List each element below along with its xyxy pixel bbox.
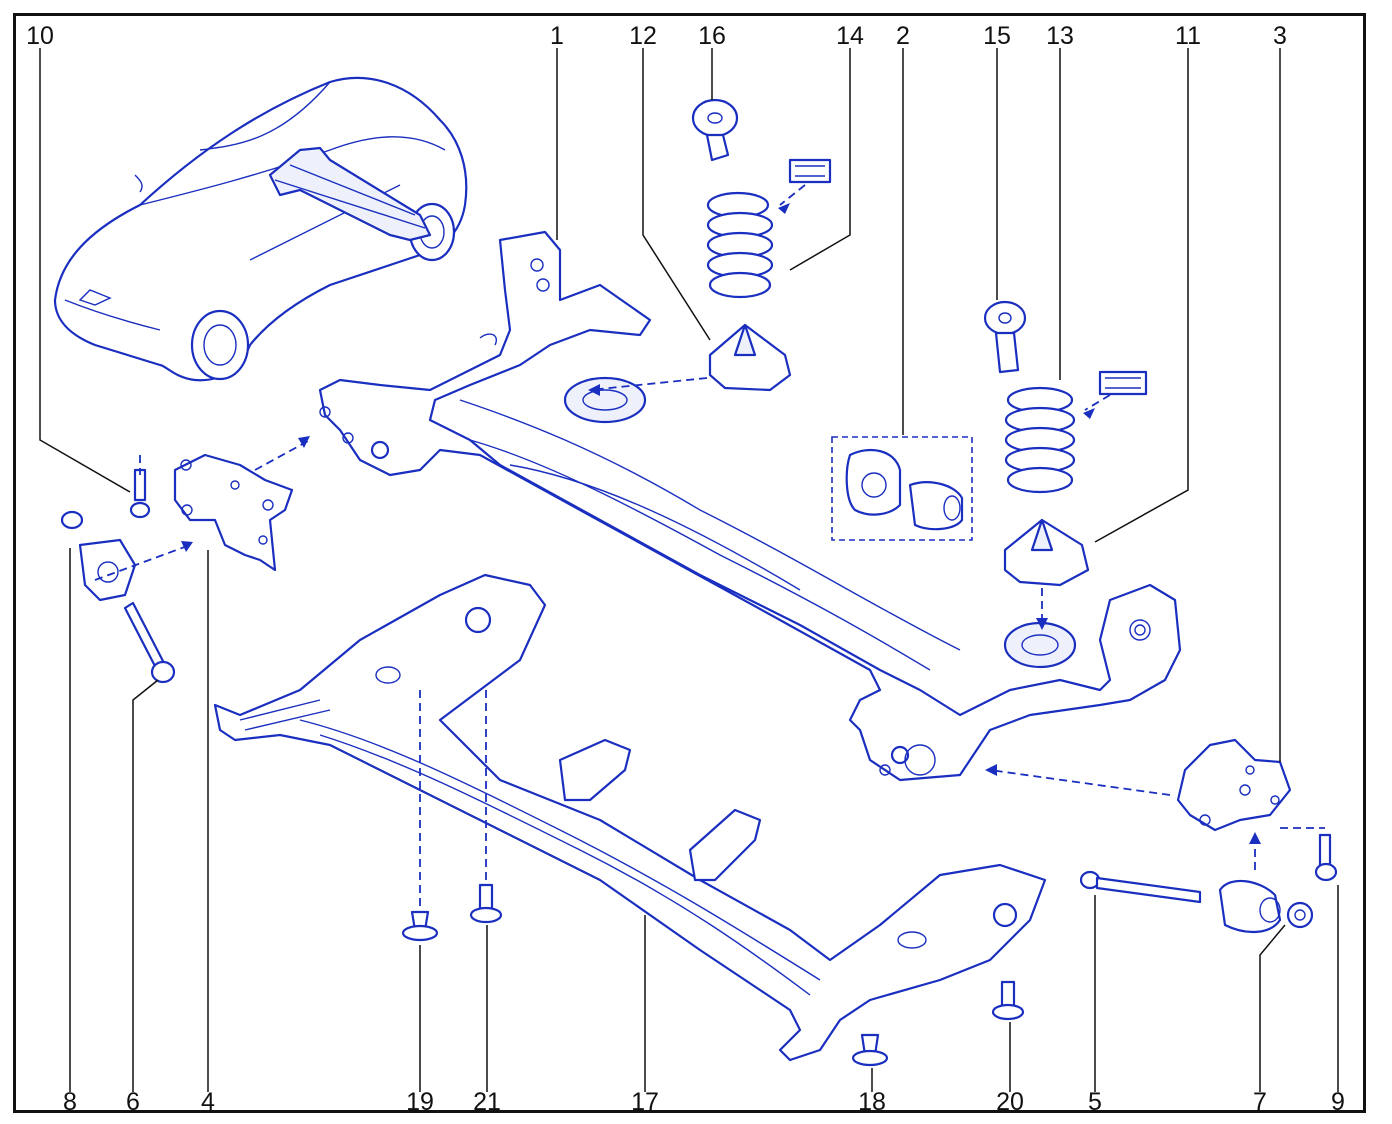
- bolt-5: [1079, 870, 1202, 904]
- callout-14: 14: [836, 22, 864, 50]
- assembly-lines: [94, 184, 1325, 910]
- callout-21: 21: [473, 1088, 501, 1116]
- callout-11: 11: [1175, 22, 1201, 50]
- callout-7: 7: [1253, 1088, 1267, 1116]
- callout-19: 19: [406, 1088, 434, 1116]
- bushing-kit: [831, 436, 973, 541]
- callout-4: 4: [201, 1088, 215, 1116]
- callout-9: 9: [1331, 1088, 1345, 1116]
- callout-6: 6: [126, 1088, 140, 1116]
- right-bracket: [1176, 738, 1292, 832]
- car-illustration: [53, 76, 468, 382]
- callout-1: 1: [550, 22, 564, 50]
- bushing-right: [1218, 879, 1282, 934]
- bolt-6: [123, 601, 176, 684]
- underbody-shield: [213, 573, 1047, 1062]
- fastener-18: [851, 1033, 889, 1067]
- nut-7: [1286, 901, 1314, 929]
- bump-stop-16: [691, 98, 739, 162]
- fastener-20: [991, 980, 1025, 1021]
- fastener-21: [469, 883, 503, 924]
- callout-15: 15: [983, 22, 1011, 50]
- callout-16: 16: [698, 22, 726, 50]
- callout-5: 5: [1088, 1088, 1102, 1116]
- rear-axle-beam: [318, 230, 1182, 782]
- label-tag-right: [1098, 370, 1148, 396]
- callout-8: 8: [63, 1088, 77, 1116]
- callout-20: 20: [996, 1088, 1024, 1116]
- callout-12: 12: [629, 22, 657, 50]
- label-tag-left: [788, 158, 832, 184]
- diagram-frame: [13, 13, 1366, 1113]
- callout-2: 2: [896, 22, 910, 50]
- callout-17: 17: [631, 1088, 659, 1116]
- fastener-19: [401, 910, 439, 942]
- spring-seat-12: [708, 323, 792, 392]
- leader-lines: [39, 48, 1339, 1092]
- callout-10: 10: [26, 22, 54, 50]
- bolt-9: [1314, 833, 1338, 882]
- coil-spring-13: [1004, 386, 1076, 494]
- callout-13: 13: [1046, 22, 1074, 50]
- spring-seat-11: [1003, 518, 1090, 587]
- left-bracket: [173, 453, 294, 572]
- bushing-left: [60, 510, 137, 602]
- bump-stop-15: [983, 300, 1027, 374]
- coil-spring-14: [706, 191, 774, 299]
- callout-18: 18: [858, 1088, 886, 1116]
- bolt-10: [129, 468, 151, 519]
- callout-3: 3: [1273, 22, 1287, 50]
